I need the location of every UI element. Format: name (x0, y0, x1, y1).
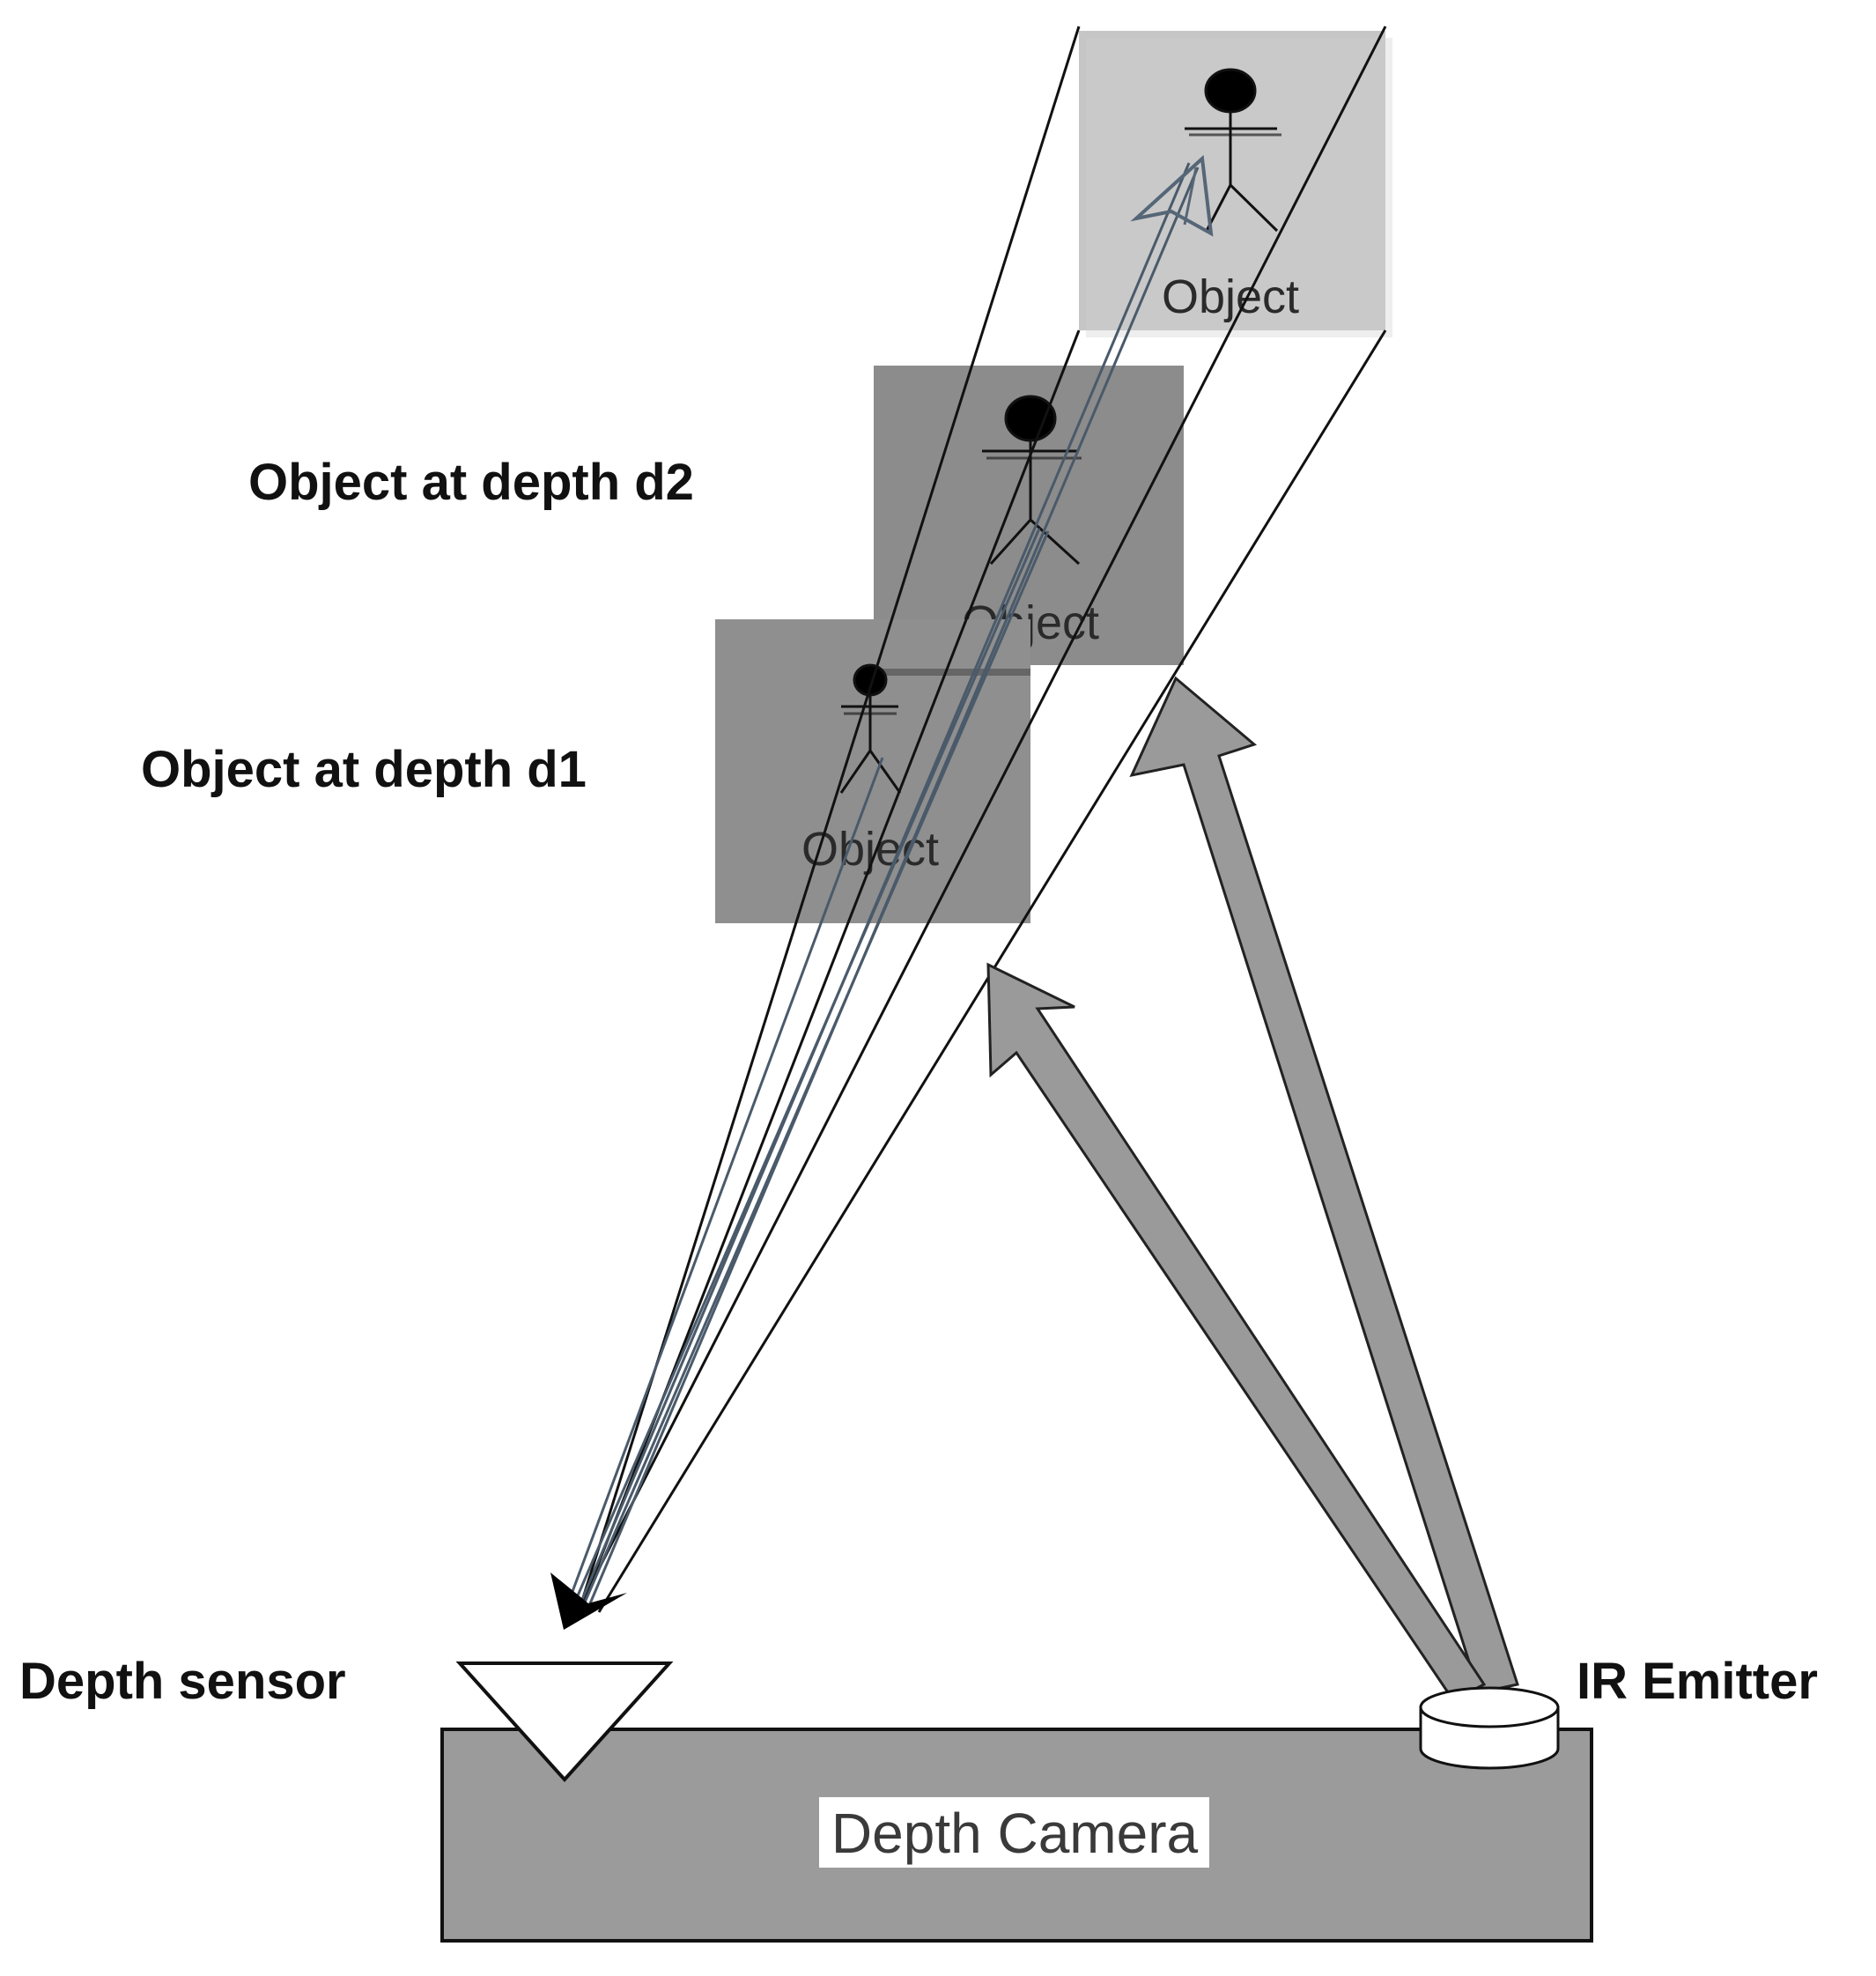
label-ir-emitter: IR Emitter (1577, 1653, 1818, 1710)
depth-camera-label-bg (819, 1797, 1209, 1868)
open-arrowhead-icon (1130, 154, 1214, 237)
ir-emitter-icon (1419, 1686, 1560, 1770)
stick-figure-icon (839, 663, 902, 794)
object-far: Object (1079, 31, 1392, 337)
ir-arrow-left (986, 962, 1487, 1702)
depth-camera-label: Depth Camera (831, 1802, 1199, 1865)
label-depth-sensor: Depth sensor (19, 1653, 346, 1710)
depth-sensor-icon (455, 1661, 674, 1782)
object-d1: Object (715, 619, 1030, 923)
object-far-label: Object (1162, 270, 1299, 323)
label-object-d2: Object at depth d2 (248, 454, 694, 511)
filled-arrowhead-icon (550, 1573, 627, 1630)
ir-emitted-arrows (986, 676, 1519, 1702)
reflected-rays (566, 162, 1200, 1615)
label-object-d1: Object at depth d1 (141, 741, 587, 798)
ir-arrow-right (1129, 676, 1519, 1697)
